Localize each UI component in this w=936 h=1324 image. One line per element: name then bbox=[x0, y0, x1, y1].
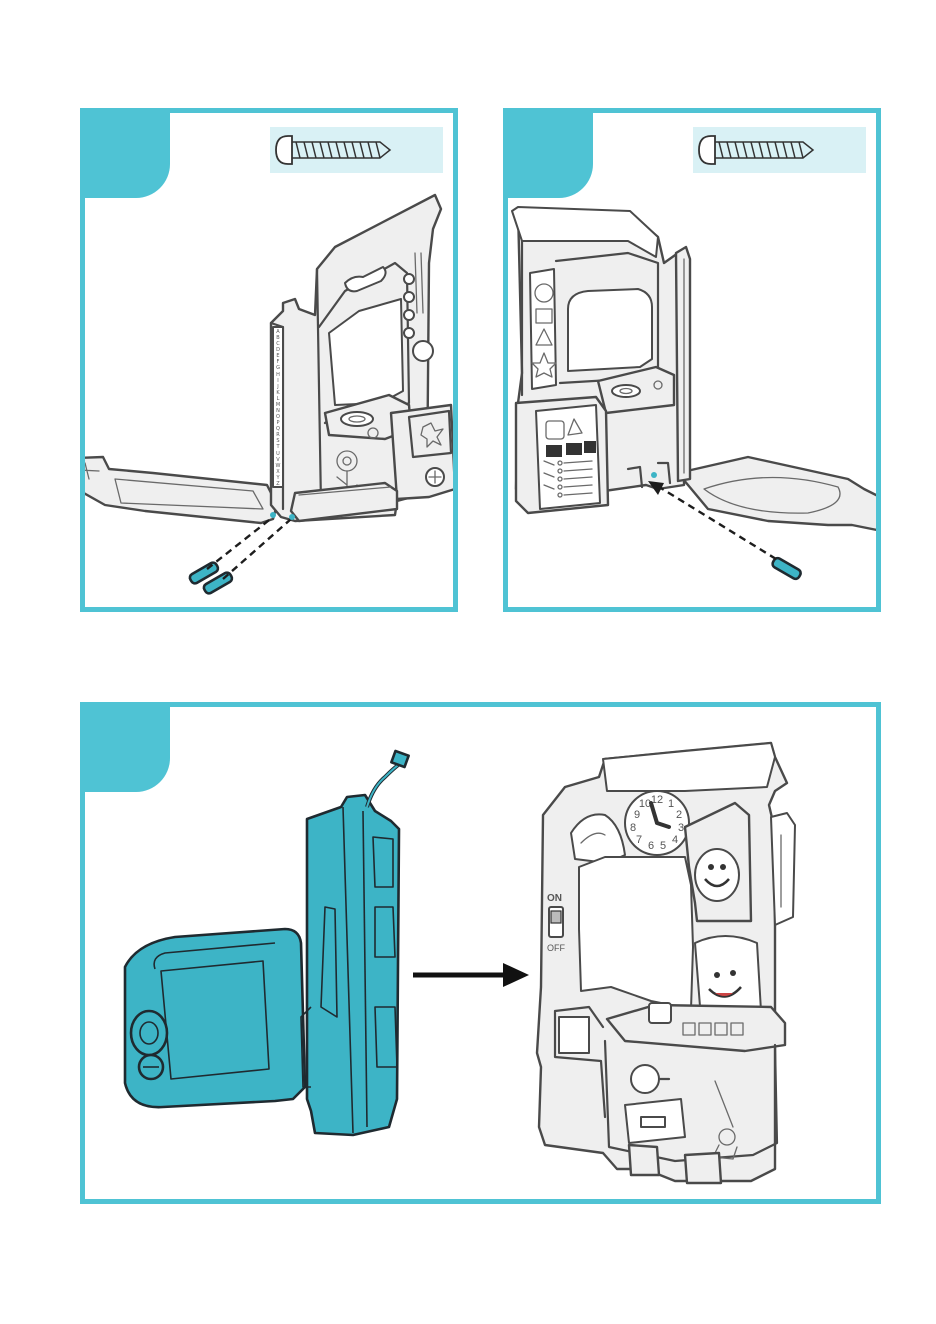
front-assembly-illustration bbox=[85, 113, 453, 607]
battery-module-illustration: 12 1 2 3 4 5 6 7 8 9 10 ON OFF bbox=[85, 707, 876, 1199]
clock-num: 5 bbox=[660, 840, 666, 852]
back-assembly-illustration bbox=[508, 113, 876, 607]
clock-num: 9 bbox=[634, 809, 640, 821]
step-panel-screw-back bbox=[503, 108, 881, 612]
clock-num: 7 bbox=[636, 834, 642, 846]
teal-screw bbox=[771, 557, 802, 581]
clock-num: 8 bbox=[630, 822, 636, 834]
clock-num: 6 bbox=[648, 840, 654, 852]
clock-num: 1 bbox=[668, 798, 674, 810]
clock-num: 3 bbox=[678, 822, 684, 834]
step-panel-attach-battery-unit: 12 1 2 3 4 5 6 7 8 9 10 ON OFF bbox=[80, 702, 881, 1204]
alphabet-letter: Z bbox=[276, 481, 279, 487]
switch-off-label: OFF bbox=[547, 943, 565, 953]
clock-num: 4 bbox=[672, 834, 678, 846]
switch-on-label: ON bbox=[547, 893, 562, 904]
clock-num: 2 bbox=[676, 809, 682, 821]
